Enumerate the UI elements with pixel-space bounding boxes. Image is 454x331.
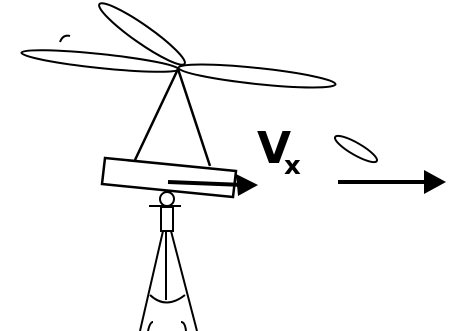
motion-blade-right	[334, 134, 378, 164]
rotor-blade-right	[177, 63, 337, 89]
stand-feet	[147, 321, 187, 331]
motion-stroke-left	[59, 34, 71, 43]
velocity-arrow	[338, 170, 446, 194]
body-velocity-arrow	[167, 174, 258, 196]
rotor	[20, 2, 337, 89]
fuselage-body	[100, 156, 238, 199]
velocity-subscript: x	[284, 151, 301, 181]
velocity-label: V x	[257, 123, 301, 181]
stand-legs	[139, 230, 198, 331]
mast-frame	[133, 68, 212, 167]
pivot-joint	[149, 191, 181, 232]
rotor-blade-back-upper	[98, 2, 186, 66]
velocity-symbol: V	[257, 123, 291, 174]
